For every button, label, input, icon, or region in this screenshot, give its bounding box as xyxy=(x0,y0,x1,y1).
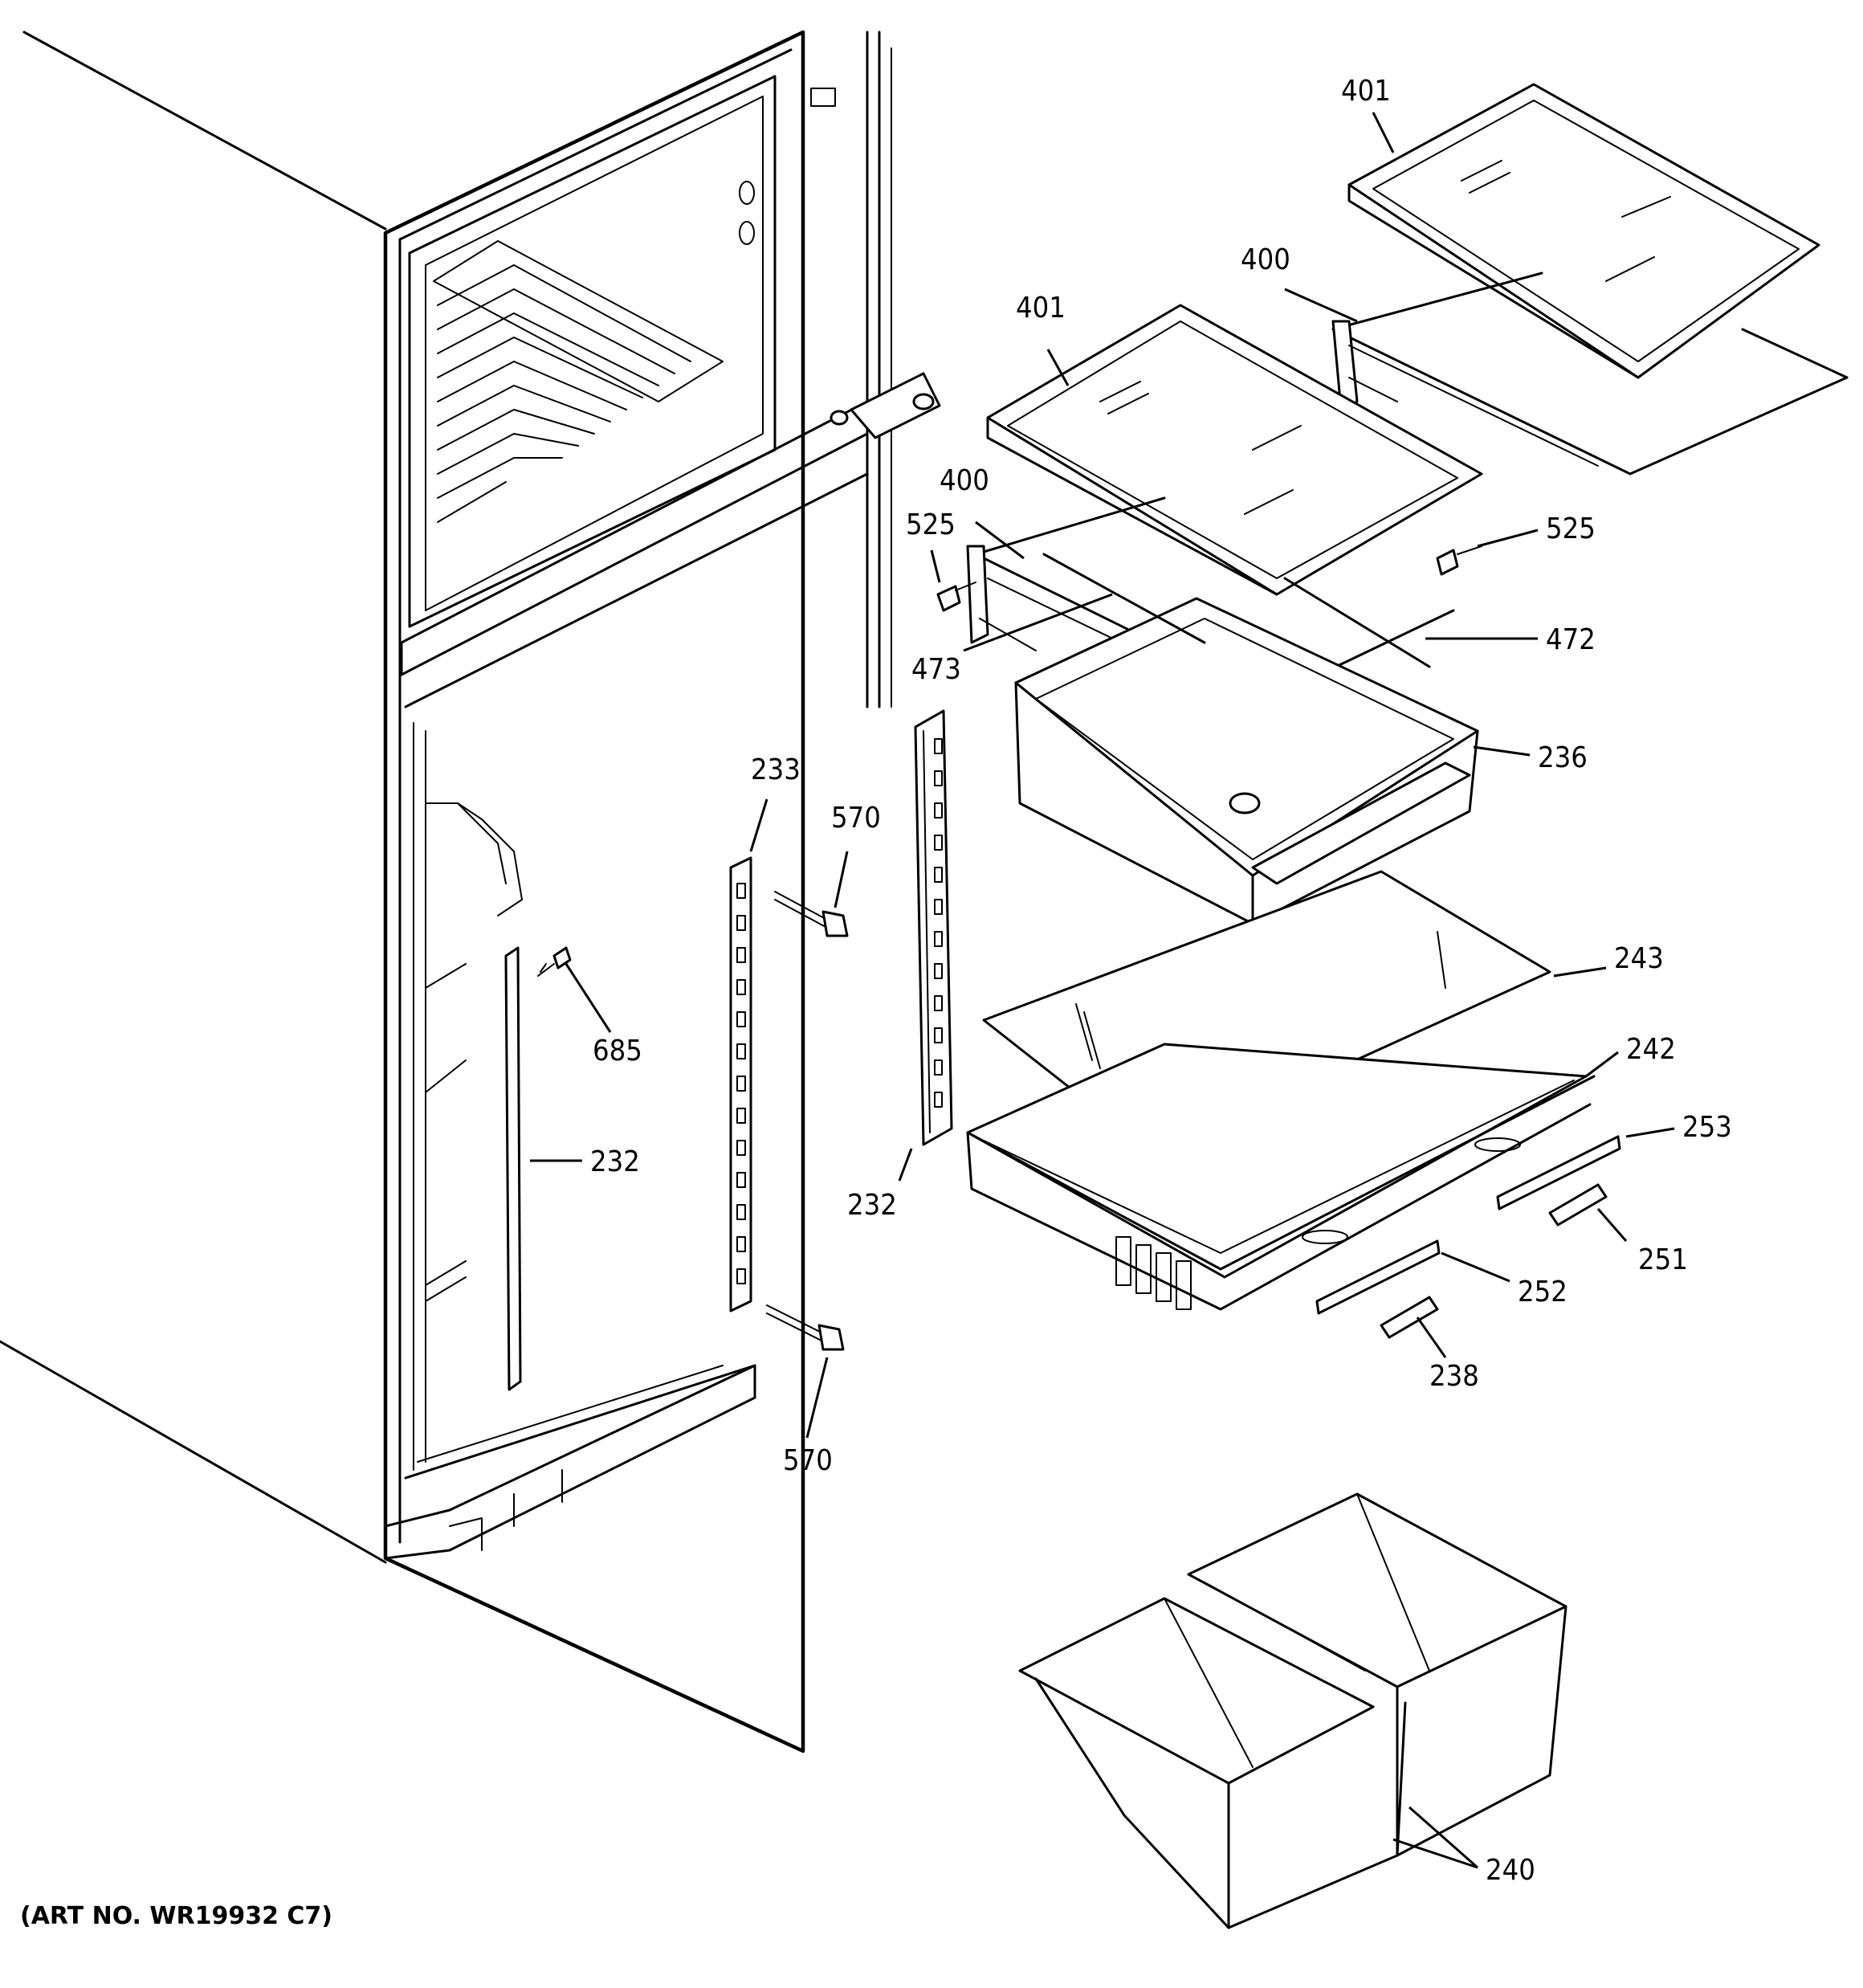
deli-drawer-236 xyxy=(1014,553,1479,925)
screw-570-bottom xyxy=(766,1304,845,1351)
roller-238 xyxy=(1380,1296,1439,1339)
callout-240: 240 xyxy=(1486,1854,1535,1887)
callout-401-mid: 401 xyxy=(1016,292,1066,325)
callout-243: 243 xyxy=(1614,942,1664,975)
callout-685: 685 xyxy=(593,1035,642,1067)
pan-drawers-240 xyxy=(1018,1492,1567,1929)
callout-570-bottom: 570 xyxy=(783,1444,833,1477)
pin-525-right xyxy=(1436,545,1482,576)
callout-232-left: 232 xyxy=(590,1145,640,1178)
callout-401-top: 401 xyxy=(1341,75,1391,108)
screw-570-top xyxy=(774,891,849,937)
callout-238: 238 xyxy=(1429,1360,1479,1393)
refrigerator-cabinet xyxy=(0,30,941,1753)
callout-525-right: 525 xyxy=(1546,512,1596,545)
callout-253: 253 xyxy=(1682,1111,1732,1144)
slide-252 xyxy=(1315,1239,1441,1315)
callout-570-top: 570 xyxy=(831,802,881,835)
callout-400-mid: 400 xyxy=(940,464,989,497)
callout-233: 233 xyxy=(751,753,801,786)
callout-473: 473 xyxy=(911,653,961,686)
callout-252: 252 xyxy=(1518,1276,1567,1308)
freezer-back-ribs xyxy=(437,264,691,523)
art-number: (ART NO. WR19932 C7) xyxy=(20,1902,332,1930)
callout-232-right: 232 xyxy=(847,1189,897,1222)
roller-251 xyxy=(1548,1183,1608,1227)
crisper-frame-242 xyxy=(966,1043,1596,1311)
callout-labels: 401 400 401 400 525 525 473 472 236 233 … xyxy=(590,75,1732,1887)
leader-lines xyxy=(530,112,1675,1869)
shelf-ladder-233 xyxy=(729,856,752,1312)
shelf-assembly-top xyxy=(1331,83,1849,476)
shelf-ladder-232-right xyxy=(914,709,953,1146)
callout-242: 242 xyxy=(1626,1033,1676,1066)
callout-472: 472 xyxy=(1546,623,1596,656)
slide-253 xyxy=(1496,1135,1621,1210)
callout-400-top: 400 xyxy=(1241,243,1290,276)
callout-251: 251 xyxy=(1638,1243,1688,1276)
callout-525-left: 525 xyxy=(906,508,956,541)
pin-525-left xyxy=(936,582,976,612)
callout-236: 236 xyxy=(1538,741,1588,774)
